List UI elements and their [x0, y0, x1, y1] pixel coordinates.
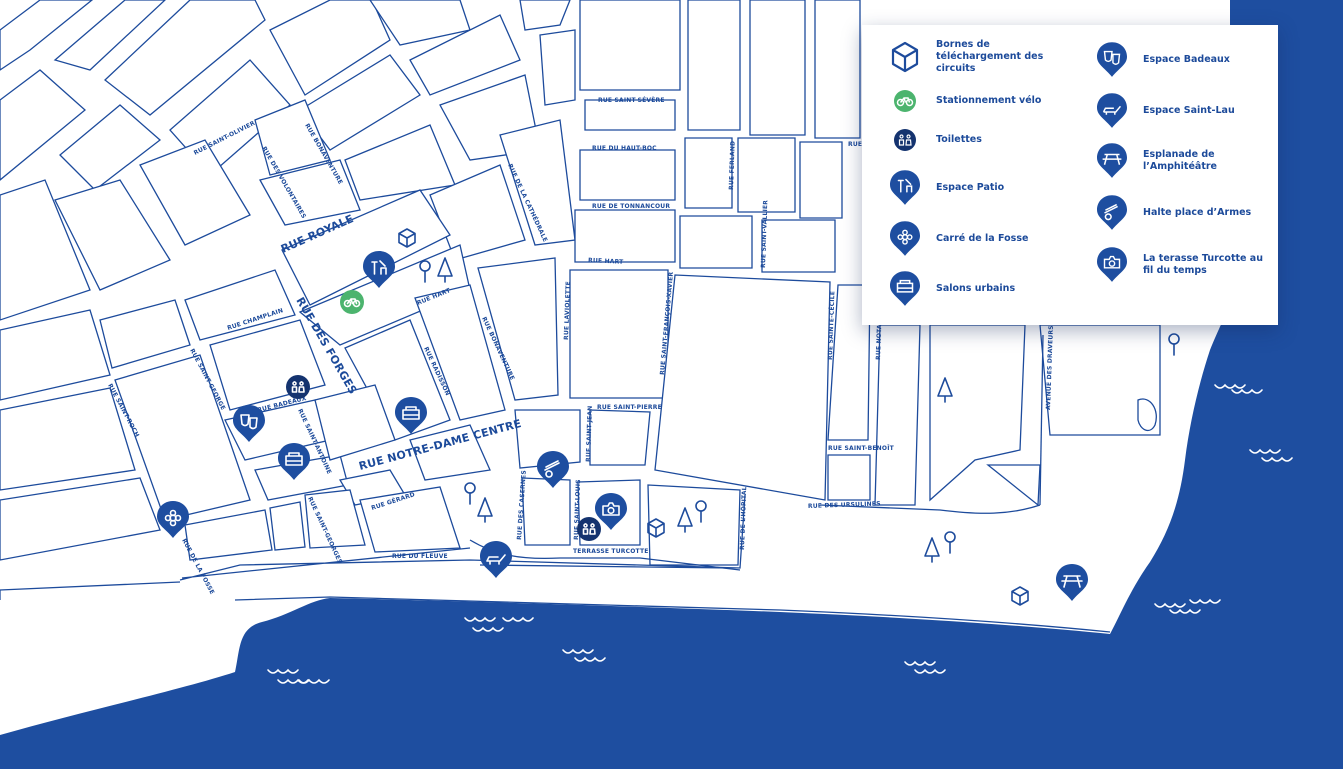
legend-label: Espace Saint-Lau [1143, 105, 1235, 116]
lounge-chair-pin-icon [1097, 93, 1127, 129]
bicycle-icon [890, 83, 920, 119]
cannon-pin-icon[interactable] [537, 451, 569, 488]
street-nota-partial: RUE NOTA [875, 324, 883, 360]
legend-item-lounge: Espace Saint-Lau [1097, 93, 1275, 129]
legend-item-camera: La terasse Turcotte au fil du temps [1097, 247, 1275, 283]
bicycle-icon[interactable] [340, 290, 364, 314]
street-saint-louis: RUE SAINT-LOUIS [573, 479, 582, 540]
street-fleuve: RUE DU FLEUVE [392, 553, 448, 560]
flower-pin-icon[interactable] [157, 501, 189, 538]
legend-item-restroom: Toilettes [890, 122, 1068, 158]
lounge-chair-pin-icon[interactable] [480, 541, 512, 578]
street-hopital: RUE DE L’HÔPITAL [739, 486, 748, 550]
sofa-pin-icon [890, 271, 920, 307]
street-tonnancour: RUE DE TONNANCOUR [592, 203, 670, 210]
legend-label: Espace Patio [936, 182, 1005, 193]
legend-label: Esplanade de l’Amphitéâtre [1143, 149, 1218, 172]
flower-pin-icon [890, 221, 920, 257]
restroom-icon[interactable] [577, 517, 601, 541]
legend-item-download-kiosk: Bornes de téléchargement des circuits [890, 39, 1068, 75]
legend-label: Toilettes [936, 134, 982, 145]
restroom-icon [890, 122, 920, 158]
street-haut-boc: RUE DU HAUT-BOC [592, 145, 657, 152]
legend-item-cannon: Halte place d’Armes [1097, 195, 1275, 231]
street-laviolette: RUE LAVIOLETTE [563, 281, 572, 340]
street-terrasse-turcotte: TERRASSE TURCOTTE [573, 548, 649, 555]
restroom-icon[interactable] [286, 375, 310, 399]
legend-label: Stationnement vélo [936, 95, 1042, 106]
street-grid [0, 0, 1161, 600]
map-legend: Bornes de téléchargement des circuits St… [862, 25, 1278, 325]
theatre-masks-pin-icon [1097, 42, 1127, 78]
street-casernes: RUE DES CASERNES [516, 470, 528, 540]
sofa-pin-icon[interactable] [278, 443, 310, 480]
shoreline [234, 596, 1111, 633]
legend-label: La terasse Turcotte au fil du temps [1143, 253, 1263, 276]
camera-pin-icon [1097, 247, 1127, 283]
legend-label: Halte place d’Armes [1143, 207, 1252, 218]
legend-label: Espace Badeaux [1143, 54, 1230, 65]
legend-item-theatre: Espace Badeaux [1097, 42, 1275, 78]
street-saint-pierre: RUE SAINT-PIERRE [597, 404, 662, 411]
legend-label: Salons urbains [936, 283, 1016, 294]
street-saint-jean: RUE SAINT-JEAN [585, 405, 594, 462]
cannon-pin-icon [1097, 195, 1127, 231]
street-ferland: RUE FERLAND [728, 141, 737, 190]
legend-item-flower: Carré de la Fosse [890, 221, 1068, 257]
patio-pin-icon[interactable] [363, 251, 395, 288]
street-hart: RUE HART [588, 257, 624, 266]
cube-icon [890, 39, 920, 75]
street-sainte-cecile: RUE SAINTE-CÉCILE [826, 291, 836, 360]
legend-item-patio: Espace Patio [890, 170, 1068, 206]
street-saint-vallier: RUE SAINT-VALLIER [760, 200, 769, 268]
picnic-table-pin-icon[interactable] [1056, 564, 1088, 601]
legend-item-sofa: Salons urbains [890, 271, 1068, 307]
street-saint-benoit: RUE SAINT-BENOÎT [828, 444, 895, 452]
theatre-masks-pin-icon[interactable] [233, 405, 265, 442]
street-draveurs: AVENUE DES DRAVEURS [1045, 325, 1055, 410]
street-ursulines: RUE DES URSULINES [808, 500, 881, 510]
street-saint-severe: RUE SAINT-SÉVÈRE [598, 96, 665, 104]
sofa-pin-icon[interactable] [395, 397, 427, 434]
legend-label: Carré de la Fosse [936, 233, 1029, 244]
legend-item-picnic: Esplanade de l’Amphitéâtre [1097, 143, 1275, 179]
picnic-table-pin-icon [1097, 143, 1127, 179]
camera-pin-icon[interactable] [595, 493, 627, 530]
patio-pin-icon [890, 170, 920, 206]
legend-label: Bornes de téléchargement des circuits [936, 39, 1044, 74]
legend-item-bicycle: Stationnement vélo [890, 83, 1068, 119]
